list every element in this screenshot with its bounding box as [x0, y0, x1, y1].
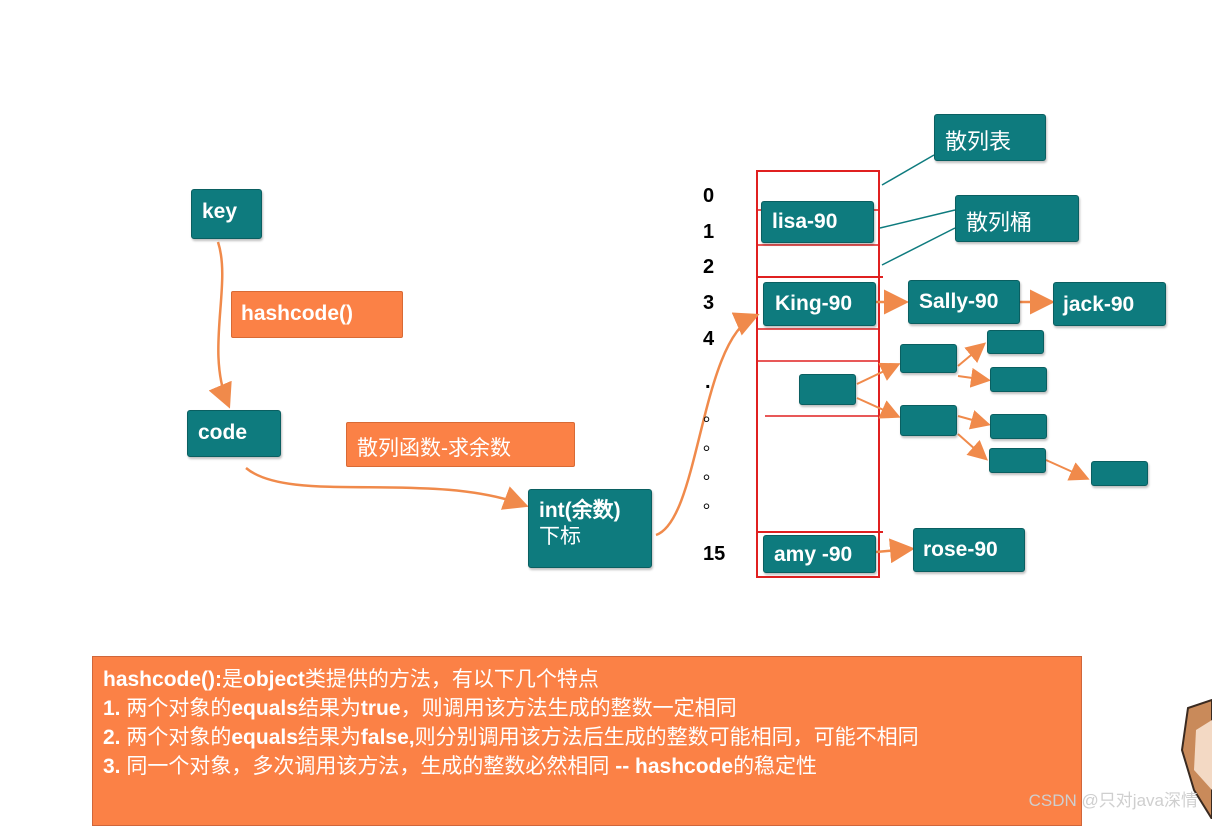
- tree-arrow: [957, 410, 991, 430]
- hash-function-box: 散列函数-求余数: [346, 422, 575, 467]
- tree-node: [989, 448, 1046, 473]
- arrow-index-table: [655, 312, 760, 537]
- node-rose-label: rose-90: [923, 538, 998, 561]
- node-jack-label: jack-90: [1063, 293, 1135, 316]
- tree-node: [1091, 461, 1148, 486]
- tree-arrow: [856, 362, 901, 385]
- callout-line: [881, 227, 956, 266]
- hash-bucket-callout: 散列桶: [955, 195, 1079, 242]
- note-line-4: 3. 同一个对象，多次调用该方法，生成的整数必然相同 -- hashcode的稳…: [103, 755, 818, 778]
- hashcode-box: hashcode(): [231, 291, 403, 338]
- tree-arrow: [1045, 459, 1090, 481]
- node-rose: rose-90: [913, 528, 1025, 572]
- note-line-1: hashcode():是object类提供的方法，有以下几个特点: [103, 668, 599, 691]
- tree-node: [900, 405, 957, 436]
- node-amy-label: amy -90: [774, 543, 853, 566]
- hash-function-label: 散列函数-求余数: [357, 437, 511, 460]
- code-box: code: [187, 410, 281, 457]
- arrow-key-code: [208, 241, 232, 409]
- node-king: King-90: [763, 282, 876, 326]
- note-line-3: 2. 两个对象的equals结果为false,则分别调用该方法后生成的整数可能相…: [103, 726, 919, 749]
- node-amy: amy -90: [763, 535, 876, 573]
- index-label-line1: int(余数): [539, 499, 621, 522]
- index-3: 3: [703, 292, 715, 314]
- node-sally: Sally-90: [908, 280, 1020, 324]
- index-dot: .: [705, 371, 711, 393]
- tree-node: [990, 367, 1047, 392]
- tree-arrow: [957, 367, 991, 388]
- callout-line: [879, 209, 956, 229]
- node-lisa: lisa-90: [761, 201, 874, 243]
- code-label: code: [198, 421, 248, 444]
- tree-node: [900, 344, 957, 373]
- index-4: 4: [703, 328, 715, 350]
- arrow-code-index: [245, 467, 529, 510]
- tree-node: [990, 414, 1047, 439]
- index-1: 1: [703, 221, 715, 243]
- index-label-line2: 下标: [539, 525, 581, 548]
- index-ellipsis: 。: [703, 463, 721, 483]
- hash-table-callout: 散列表: [934, 114, 1046, 161]
- node-sally-label: Sally-90: [919, 290, 999, 313]
- callout-line: [881, 154, 935, 186]
- node-king-label: King-90: [775, 292, 853, 315]
- fox-mascot-icon: [1180, 698, 1212, 819]
- tree-arrow: [957, 342, 987, 367]
- watermark: CSDN @只对java深情: [1028, 791, 1198, 810]
- tree-arrow: [957, 433, 988, 461]
- index-ellipsis: 。: [703, 405, 721, 425]
- tree-arrow: [856, 397, 901, 419]
- tree-node-root: [799, 374, 856, 405]
- hashcode-label: hashcode(): [241, 302, 354, 325]
- note-line-2: 1. 两个对象的equals结果为true，则调用该方法生成的整数一定相同: [103, 697, 737, 720]
- index-ellipsis: 。: [703, 492, 721, 512]
- node-jack: jack-90: [1053, 282, 1166, 326]
- key-box: key: [191, 189, 262, 239]
- index-2: 2: [703, 256, 715, 278]
- index-ellipsis: 。: [703, 434, 721, 454]
- arrow-amy-rose: [875, 538, 915, 564]
- key-label: key: [202, 200, 238, 223]
- tree-node: [987, 330, 1044, 354]
- node-lisa-label: lisa-90: [772, 210, 838, 233]
- index-15: 15: [703, 543, 726, 565]
- notes-panel: hashcode():是object类提供的方法，有以下几个特点 1. 两个对象…: [92, 656, 1082, 826]
- hash-table-callout-label: 散列表: [945, 129, 1012, 154]
- hash-bucket-callout-label: 散列桶: [966, 210, 1033, 235]
- index-0: 0: [703, 185, 715, 207]
- index-box: int(余数) 下标: [528, 489, 652, 568]
